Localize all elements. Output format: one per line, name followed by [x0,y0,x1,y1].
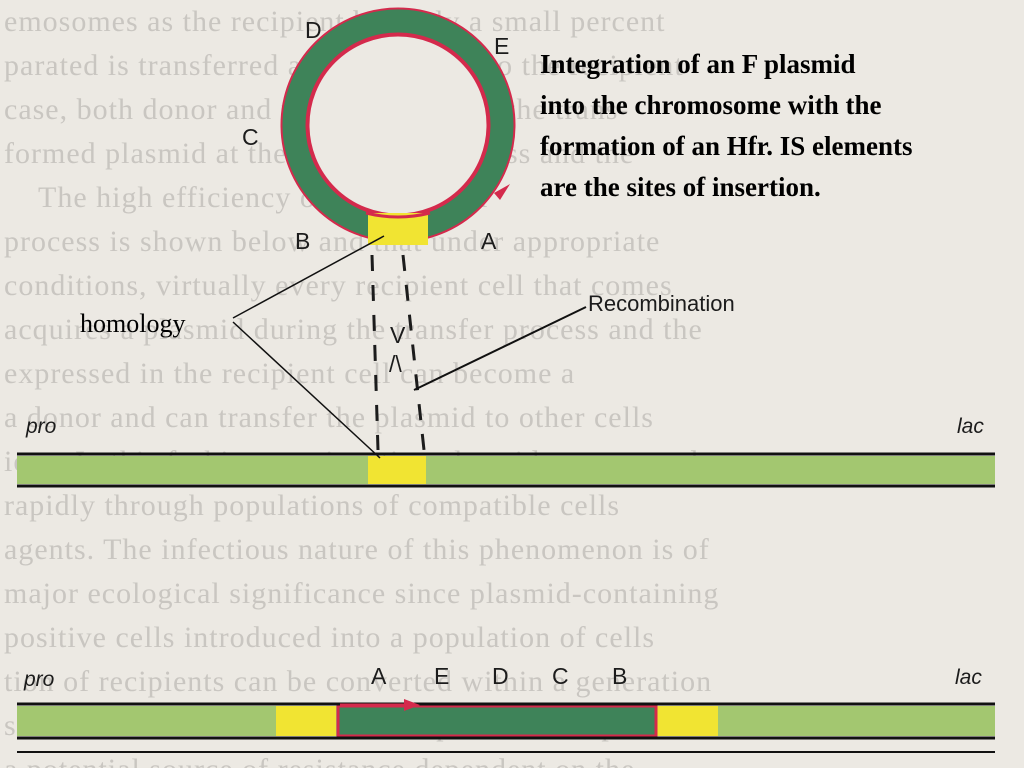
bacterial-chromosome [17,452,995,488]
plasmid-label-c: C [242,124,259,150]
hfr-gene-c: C [552,663,569,689]
hfr-chromosome [17,699,995,753]
caption-line: Integration of an F plasmid [540,49,856,79]
crossover-lines [370,254,426,451]
figure-caption: Integration of an F plasmid into the chr… [540,44,1020,208]
recombination-label: Recombination [588,291,735,316]
crossover-mark-v: V [390,322,406,348]
hfr-gene-b: B [612,663,627,689]
caption-line: are the sites of insertion. [540,172,821,202]
plasmid-direction-arrow [494,184,510,200]
plasmid-label-d: D [305,17,322,43]
plasmid-label-b: B [295,228,310,254]
hfr-gene-e: E [434,663,449,689]
homology-label: homology [80,309,185,338]
hfr-label-lac: lac [955,666,982,689]
homology-pointer-plasmid [232,235,385,319]
hfr-gene-a: A [371,663,387,689]
homology-pointer-chromosome [232,321,381,459]
hfr-gene-d: D [492,663,509,689]
hfr-label-pro: pro [23,668,55,691]
chromosome-label-lac: lac [957,415,984,438]
hfr-is-element-right [656,706,718,736]
hfr-is-element-left [276,706,336,736]
hfr-integrated-plasmid-dna [336,704,658,738]
hfr-direction-arrow [404,699,420,711]
chromosome-is-element [368,456,426,484]
plasmid-label-e: E [494,33,509,59]
caption-line: formation of an Hfr. IS elements [540,131,913,161]
crossover-mark-inverted-v: /\ [389,351,402,377]
plasmid-label-a: A [481,228,497,254]
f-plasmid [280,7,516,245]
caption-line: into the chromosome with the [540,90,882,120]
chromosome-dna [17,456,995,484]
chromosome-label-pro: pro [25,415,57,438]
recombination-pointer [413,306,587,391]
